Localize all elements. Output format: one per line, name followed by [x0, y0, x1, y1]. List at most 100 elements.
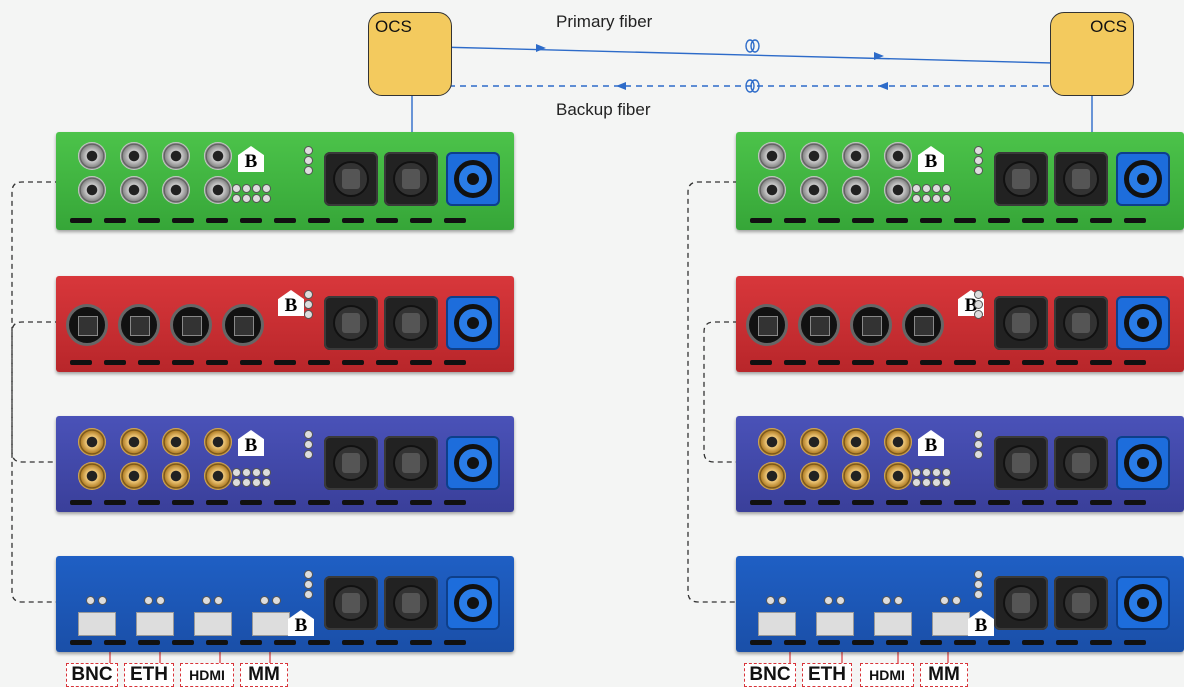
io-led [932, 478, 941, 487]
bnc-port [78, 176, 106, 204]
rail-slot [410, 360, 432, 365]
tag-mm-left: MM [240, 663, 288, 687]
bnc-12g-port [162, 462, 190, 490]
bnc-12g-port [758, 462, 786, 490]
rail-slot [1090, 500, 1112, 505]
tag-eth-right: ETH [802, 663, 852, 687]
rail-slot [954, 640, 976, 645]
rail-slot [206, 640, 228, 645]
bnc-port [842, 142, 870, 170]
rail-slot [784, 500, 806, 505]
sfp-led [156, 596, 165, 605]
sfp-module [136, 612, 174, 636]
bnc-port [800, 176, 828, 204]
io-led [232, 468, 241, 477]
ocs-right-label: OCS [1090, 17, 1127, 36]
rail-slot [274, 360, 296, 365]
fiber-connector [384, 576, 438, 630]
fiber-coil-icon [745, 39, 760, 93]
rail-slot [852, 218, 874, 223]
rail-slot [1090, 360, 1112, 365]
rail-slot [1056, 640, 1078, 645]
rail-slot [988, 218, 1010, 223]
sfp-led [144, 596, 153, 605]
rail-slot [70, 640, 92, 645]
sfp-module [78, 612, 116, 636]
bnc-port [204, 142, 232, 170]
rail-slot [70, 360, 92, 365]
ocs-right: OCS [1050, 12, 1134, 96]
status-led [304, 430, 313, 439]
status-led [304, 440, 313, 449]
rail-slot [1124, 218, 1146, 223]
rail-slot [920, 218, 942, 223]
rail-slot [206, 360, 228, 365]
io-led [242, 184, 251, 193]
status-led [974, 570, 983, 579]
rail-slot [818, 500, 840, 505]
panel-ethpoe-left: B [56, 276, 514, 372]
rail-slot [138, 500, 160, 505]
cascade-line-right-2 [703, 321, 738, 463]
status-led [304, 166, 313, 175]
rail-slot [104, 640, 126, 645]
io-led [942, 478, 951, 487]
power-connector [1116, 152, 1170, 206]
bnc-12g-port [842, 462, 870, 490]
rail-slot [886, 360, 908, 365]
cascade-connector [994, 296, 1048, 350]
rail-slot [138, 640, 160, 645]
rail-slot [750, 500, 772, 505]
rail-slot [1056, 500, 1078, 505]
status-led [974, 166, 983, 175]
io-led [932, 184, 941, 193]
cascade-connector [324, 576, 378, 630]
rail-slot [172, 640, 194, 645]
rail-slot [852, 360, 874, 365]
status-led [304, 590, 313, 599]
cascade-connector [324, 152, 378, 206]
panel-ethpoe-right: B [736, 276, 1184, 372]
power-connector [1116, 576, 1170, 630]
rail-slot [308, 640, 330, 645]
fiber-connector [384, 296, 438, 350]
cascade-connector [324, 436, 378, 490]
status-led [974, 430, 983, 439]
bnc-12g-port [800, 462, 828, 490]
io-led [912, 184, 921, 193]
rail-slot [172, 500, 194, 505]
io-led [932, 194, 941, 203]
sfp-led [952, 596, 961, 605]
sfp-led [272, 596, 281, 605]
bnc-12g-port [884, 428, 912, 456]
rail-slot [376, 218, 398, 223]
tag-hdmi-right: HDMI [860, 663, 914, 687]
rail-slot [954, 218, 976, 223]
cascade-connector [994, 576, 1048, 630]
rail-slot [410, 218, 432, 223]
rail-slot [444, 500, 466, 505]
sfp-module [874, 612, 912, 636]
io-led [232, 184, 241, 193]
cascade-line-left [11, 181, 60, 603]
backup-fiber-label: Backup fiber [556, 100, 651, 119]
cascade-connector [994, 152, 1048, 206]
arrow-icon [874, 52, 884, 60]
arrow-icon [616, 82, 626, 90]
io-led [232, 194, 241, 203]
status-led [304, 290, 313, 299]
rail-slot [1124, 500, 1146, 505]
rail-slot [1056, 360, 1078, 365]
bnc-12g-port [162, 428, 190, 456]
cascade-connector [994, 436, 1048, 490]
sfp-module [816, 612, 854, 636]
io-led [252, 194, 261, 203]
bnc-12g-port [78, 428, 106, 456]
ethernet-port [170, 304, 212, 346]
bnc-port [842, 176, 870, 204]
io-led [922, 194, 931, 203]
rail-slot [920, 640, 942, 645]
io-led [922, 468, 931, 477]
rail-slot [784, 640, 806, 645]
